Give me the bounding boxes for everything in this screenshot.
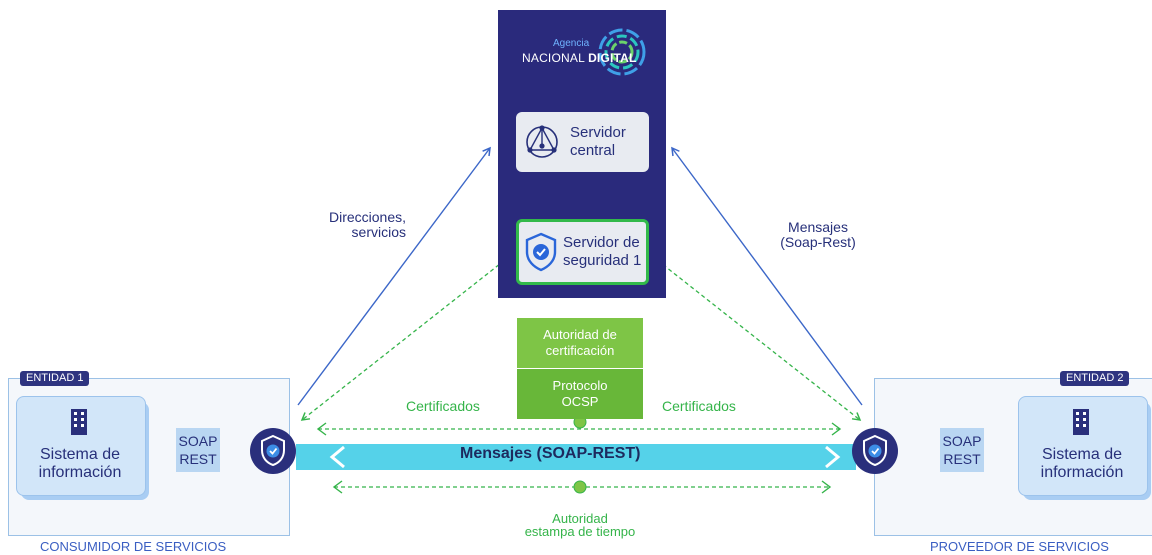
network-icon [526,125,558,158]
shield-check-icon [261,434,285,467]
arrow-to-central-right [671,146,863,406]
building-icon [71,409,87,435]
ocsp-box [517,368,643,419]
messages-soap-rest-label: Mensajes(Soap-Rest) [780,219,856,250]
entity-1-tag: ENTIDAD 1 [20,371,90,386]
arrow-to-central-left [297,146,491,406]
security-server-card [516,219,649,285]
consumer-footer-label: CONSUMIDOR DE SERVICIOS [40,539,227,554]
messages-bar-label: Mensajes (SOAP-REST) [460,445,641,462]
dashed-security-left [300,255,511,421]
agency-logo-icon [598,28,646,76]
dashed-security-right [651,255,862,421]
provider-footer-label: PROVEEDOR DE SERVICIOS [930,539,1109,554]
logo-main-text: NACIONAL DIGITAL [522,51,637,65]
building-icon [1073,409,1089,435]
logo-small-text: Agencia [553,38,590,49]
entity-2-tag: ENTIDAD 2 [1060,371,1130,386]
certificates-left-label: Certificados [406,398,480,414]
shield-check-icon [525,232,557,272]
shield-check-icon [863,434,887,467]
messages-bar [296,444,856,470]
certification-authority-box [517,318,643,368]
messages-bar-arrows [329,445,841,469]
central-server-card [516,112,649,172]
certificates-right-label: Certificados [662,398,736,414]
addresses-services-label: Direcciones,servicios [328,209,406,240]
